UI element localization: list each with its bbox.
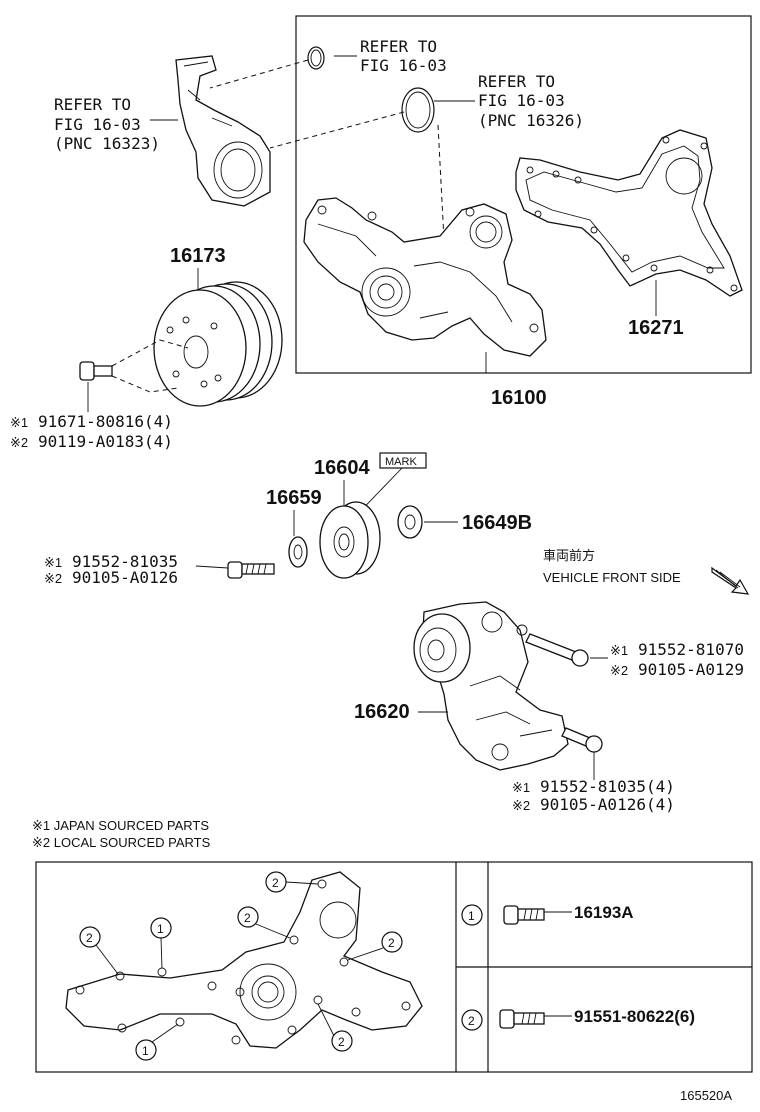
tens-top-bolt-japan: 91552-81070 [638, 640, 744, 659]
mark-2-tens-top: ※2 [610, 663, 628, 678]
label-16649b: 16649B [462, 512, 532, 534]
dash-line-2 [269, 111, 405, 149]
label-16604: 16604 [314, 457, 370, 479]
idler-bolt [227, 561, 275, 579]
idler-cover-16649b [397, 505, 423, 539]
legend-japan-sourced: ※1 JAPAN SOURCED PARTS [32, 818, 209, 833]
table-index-1-label: 1 [468, 909, 475, 923]
callout-1b-label: 1 [142, 1044, 149, 1058]
label-16620: 16620 [354, 701, 410, 723]
tens-bot-bolt-local: 90105-A0126(4) [540, 795, 675, 814]
water-pump-body [303, 197, 547, 357]
water-pump-gasket [515, 129, 743, 297]
tensioner-bolt-top [525, 633, 589, 667]
small-o-ring [307, 46, 325, 70]
mark-1-tens-bot: ※1 [512, 780, 530, 795]
table-index-1 [461, 904, 483, 926]
tensioner-top-bolt-numbers: ※1 91552-81070 ※2 90105-A0129 [610, 640, 744, 679]
table-index-2-label: 2 [468, 1014, 475, 1028]
tensioner-bolt-bottom [561, 727, 603, 753]
belt-tensioner [413, 601, 569, 771]
callout-2a-label: 2 [272, 876, 279, 890]
mark-2-idler: ※2 [44, 571, 62, 586]
idler-plate-16659 [288, 536, 308, 568]
callout-2d-label: 2 [388, 936, 395, 950]
table-index-2 [461, 1009, 483, 1031]
water-pump-pulley [153, 281, 283, 407]
table-part-91551: 91551-80622(6) [574, 1007, 695, 1026]
pulley-bolt [79, 339, 189, 393]
refer-mid-line1: REFER TO [478, 72, 555, 91]
callout-group: 2 2 2 1 2 1 2 [79, 871, 403, 1061]
mark-1-tens-top: ※1 [610, 643, 628, 658]
refer-mid-line3: (PNC 16326) [478, 111, 584, 130]
mark-label: MARK [385, 456, 417, 468]
pulley-bolt-numbers: ※1 91671-80816(4) ※2 90119-A0183(4) [10, 412, 173, 451]
refer-label-top: REFER TO FIG 16-03 [360, 37, 447, 75]
label-16659: 16659 [266, 487, 322, 509]
callout-2e [331, 1030, 353, 1052]
front-arrow-icon [711, 566, 750, 595]
mark-1-pulley: ※1 [10, 415, 28, 430]
label-16271: 16271 [628, 317, 684, 339]
refer-label-middle: REFER TO FIG 16-03 (PNC 16326) [478, 72, 584, 130]
water-pump-assembly-box [295, 15, 752, 374]
idler-pulley [319, 501, 381, 579]
refer-top-line2: FIG 16-03 [360, 56, 447, 75]
direction-english: VEHICLE FRONT SIDE [543, 570, 681, 585]
mark-2-pulley: ※2 [10, 435, 28, 450]
idler-bolt-japan: 91552-81035 [72, 552, 178, 571]
tens-top-bolt-local: 90105-A0129 [638, 660, 744, 679]
callout-2b-label: 2 [244, 911, 251, 925]
tens-bot-bolt-japan: 91552-81035(4) [540, 777, 675, 796]
large-o-ring-inner [405, 91, 431, 129]
label-16100: 16100 [491, 387, 547, 409]
legend-local-sourced: ※2 LOCAL SOURCED PARTS [32, 835, 211, 850]
callout-2e-label: 2 [338, 1035, 345, 1049]
figure-code: 165520A [680, 1088, 732, 1103]
idler-bolt-local: 90105-A0126 [72, 568, 178, 587]
refer-mid-line2: FIG 16-03 [478, 91, 565, 110]
refer-left-line2: FIG 16-03 [54, 115, 141, 134]
bolt-16193a-icon [503, 905, 545, 925]
table-part-16193a: 16193A [574, 903, 634, 922]
callout-1a-label: 1 [157, 922, 164, 936]
pump-bolt-location-view [65, 871, 423, 1049]
bolt-91551-icon [499, 1009, 545, 1029]
refer-left-line3: (PNC 16323) [54, 134, 160, 153]
refer-top-line1: REFER TO [360, 37, 437, 56]
dash-line-1 [209, 59, 309, 89]
mark-2-tens-bot: ※2 [512, 798, 530, 813]
label-16173: 16173 [170, 245, 226, 267]
large-o-ring [401, 87, 435, 133]
mark-1-idler: ※1 [44, 555, 62, 570]
leader-idler-bolt [195, 565, 229, 569]
callout-2b [237, 906, 259, 928]
direction-japanese: 車両前方 [543, 548, 595, 563]
mark-box [379, 452, 427, 469]
pulley-bolt-japan: 91671-80816(4) [38, 412, 173, 431]
tensioner-bottom-bolt-numbers: ※1 91552-81035(4) ※2 90105-A0126(4) [512, 777, 675, 814]
callout-2c [79, 926, 101, 948]
callout-2c-label: 2 [86, 931, 93, 945]
dash-line-3 [437, 124, 445, 241]
callout-1b [135, 1039, 157, 1061]
pulley-bolt-local: 90119-A0183(4) [38, 432, 173, 451]
refer-left-line1: REFER TO [54, 95, 131, 114]
refer-label-left: REFER TO FIG 16-03 (PNC 16323) [54, 95, 160, 153]
callout-2d [381, 931, 403, 953]
water-inlet-housing [150, 55, 271, 207]
small-o-ring-inner [310, 49, 322, 67]
idler-bolt-numbers: ※1 91552-81035 ※2 90105-A0126 [44, 552, 178, 587]
